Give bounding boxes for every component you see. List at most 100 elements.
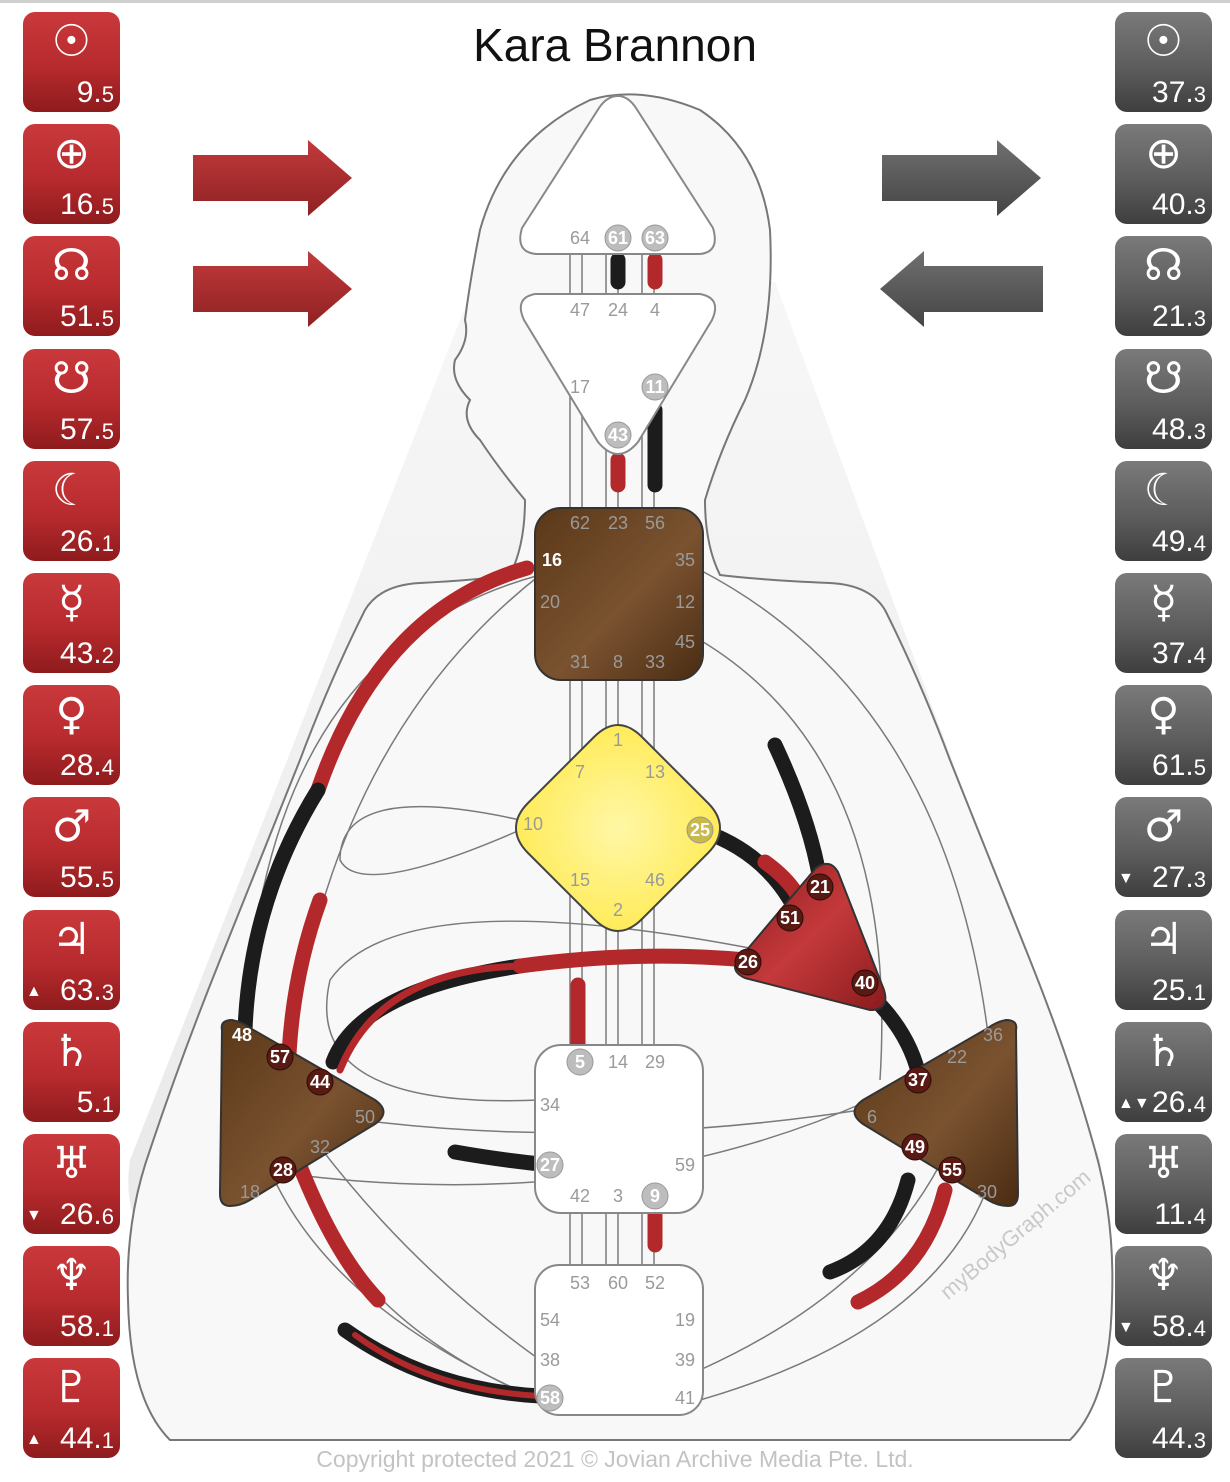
gate-activation-dot: [734, 948, 762, 976]
gate-60[interactable]: 60: [608, 1273, 628, 1293]
design-moon-tile[interactable]: ☾26.1: [23, 460, 120, 561]
personality-uranus-tile[interactable]: ♅11.4: [1115, 1134, 1212, 1234]
personality-sun-tile[interactable]: ☉37.3: [1115, 12, 1212, 112]
design-mars-tile[interactable]: ♂55.5: [23, 797, 120, 898]
gate-21[interactable]: 21: [806, 873, 834, 901]
personality-jupiter-tile[interactable]: ♃25.1: [1115, 909, 1212, 1010]
gate-44[interactable]: 44: [306, 1068, 334, 1096]
gate-5[interactable]: 5: [566, 1048, 594, 1076]
gate-number-label: 28: [273, 1160, 293, 1180]
line-direction-arrow-icon: ▲: [26, 982, 42, 1000]
gate-64[interactable]: 64: [570, 228, 590, 248]
gate-26[interactable]: 26: [734, 948, 762, 976]
gate-59[interactable]: 59: [675, 1155, 695, 1175]
gate-40[interactable]: 40: [851, 969, 879, 997]
gate-30[interactable]: 30: [977, 1182, 997, 1202]
gate-23[interactable]: 23: [608, 513, 628, 533]
gate-20[interactable]: 20: [540, 592, 560, 612]
gate-17[interactable]: 17: [570, 377, 590, 397]
gate-52[interactable]: 52: [645, 1273, 665, 1293]
gate-53[interactable]: 53: [570, 1273, 590, 1293]
gate-46[interactable]: 46: [645, 870, 665, 890]
gate-27[interactable]: 27: [536, 1151, 564, 1179]
gate-24[interactable]: 24: [608, 300, 628, 320]
gate-32[interactable]: 32: [310, 1137, 330, 1157]
gate-28[interactable]: 28: [269, 1156, 297, 1184]
gate-3[interactable]: 3: [613, 1186, 623, 1206]
design-uranus-tile[interactable]: ♅▼26.6: [23, 1134, 120, 1234]
gate-58[interactable]: 58: [536, 1384, 564, 1412]
gate-42[interactable]: 42: [570, 1186, 590, 1206]
gate-14[interactable]: 14: [608, 1052, 628, 1072]
design-mercury-tile[interactable]: ☿43.2: [23, 573, 120, 673]
gate-55[interactable]: 55: [938, 1156, 966, 1184]
gate-33[interactable]: 33: [645, 652, 665, 672]
gate-37[interactable]: 37: [904, 1066, 932, 1094]
gate-48[interactable]: 48: [232, 1025, 252, 1045]
gate-47[interactable]: 47: [570, 300, 590, 320]
gate-13[interactable]: 13: [645, 762, 665, 782]
personality-earth-tile[interactable]: ⊕40.3: [1115, 124, 1212, 225]
gate-4[interactable]: 4: [650, 300, 660, 320]
personality-pluto-tile[interactable]: ♇44.3: [1115, 1358, 1212, 1459]
gate-number: 63: [60, 973, 94, 1007]
gate-51[interactable]: 51: [776, 904, 804, 932]
gate-62[interactable]: 62: [570, 513, 590, 533]
personality-saturn-tile[interactable]: ♄▲▼26.4: [1115, 1021, 1212, 1122]
gate-8[interactable]: 8: [613, 652, 623, 672]
design-saturn-tile[interactable]: ♄5.1: [23, 1021, 120, 1122]
gate-57[interactable]: 57: [266, 1043, 294, 1071]
pluto-icon: ♇: [1143, 1362, 1184, 1414]
personality-moon-tile[interactable]: ☾49.4: [1115, 460, 1212, 561]
gate-15[interactable]: 15: [570, 870, 590, 890]
gate-45[interactable]: 45: [675, 632, 695, 652]
design-sun-tile[interactable]: ☉9.5: [23, 12, 120, 112]
gate-36[interactable]: 36: [983, 1025, 1003, 1045]
gate-6[interactable]: 6: [867, 1107, 877, 1127]
personality-south-node-tile[interactable]: ☋48.3: [1115, 348, 1212, 449]
gate-22[interactable]: 22: [947, 1047, 967, 1067]
gate-39[interactable]: 39: [675, 1350, 695, 1370]
gate-16[interactable]: 16: [542, 550, 562, 570]
line-number: 4: [1193, 643, 1206, 668]
design-earth-tile[interactable]: ⊕16.5: [23, 124, 120, 225]
gate-10[interactable]: 10: [523, 814, 543, 834]
design-south-node-tile[interactable]: ☋57.5: [23, 348, 120, 449]
gate-12[interactable]: 12: [675, 592, 695, 612]
gate-number-label: 39: [675, 1350, 695, 1370]
design-neptune-tile[interactable]: ♆58.1: [23, 1246, 120, 1347]
gate-54[interactable]: 54: [540, 1310, 560, 1330]
gate-1[interactable]: 1: [613, 730, 623, 750]
gate-41[interactable]: 41: [675, 1388, 695, 1408]
gate-2[interactable]: 2: [613, 900, 623, 920]
design-pluto-tile[interactable]: ♇▲44.1: [23, 1358, 120, 1459]
gate-38[interactable]: 38: [540, 1350, 560, 1370]
gate-34[interactable]: 34: [540, 1095, 560, 1115]
personality-venus-tile[interactable]: ♀61.5: [1115, 685, 1212, 786]
gate-19[interactable]: 19: [675, 1310, 695, 1330]
gate-56[interactable]: 56: [645, 513, 665, 533]
gate-activation-dot: [901, 1133, 929, 1161]
gate-number-label: 20: [540, 592, 560, 612]
gate-61[interactable]: 61: [604, 224, 632, 252]
gate-43[interactable]: 43: [604, 421, 632, 449]
gate-50[interactable]: 50: [355, 1107, 375, 1127]
gate-11[interactable]: 11: [641, 373, 669, 401]
gate-18[interactable]: 18: [240, 1182, 260, 1202]
gate-63[interactable]: 63: [641, 224, 669, 252]
design-venus-tile[interactable]: ♀28.4: [23, 685, 120, 786]
gate-49[interactable]: 49: [901, 1133, 929, 1161]
gate-number-label: 37: [908, 1070, 928, 1090]
personality-north-node-tile[interactable]: ☊21.3: [1115, 236, 1212, 337]
personality-mars-tile[interactable]: ♂▼27.3: [1115, 797, 1212, 898]
gate-31[interactable]: 31: [570, 652, 590, 672]
design-north-node-tile[interactable]: ☊51.5: [23, 236, 120, 337]
design-jupiter-tile[interactable]: ♃▲63.3: [23, 909, 120, 1010]
gate-35[interactable]: 35: [675, 550, 695, 570]
gate-9[interactable]: 9: [641, 1182, 669, 1210]
gate-7[interactable]: 7: [575, 762, 585, 782]
personality-mercury-tile[interactable]: ☿37.4: [1115, 573, 1212, 673]
gate-25[interactable]: 25: [686, 816, 714, 844]
personality-neptune-tile[interactable]: ♆▼58.4: [1115, 1246, 1212, 1347]
gate-29[interactable]: 29: [645, 1052, 665, 1072]
